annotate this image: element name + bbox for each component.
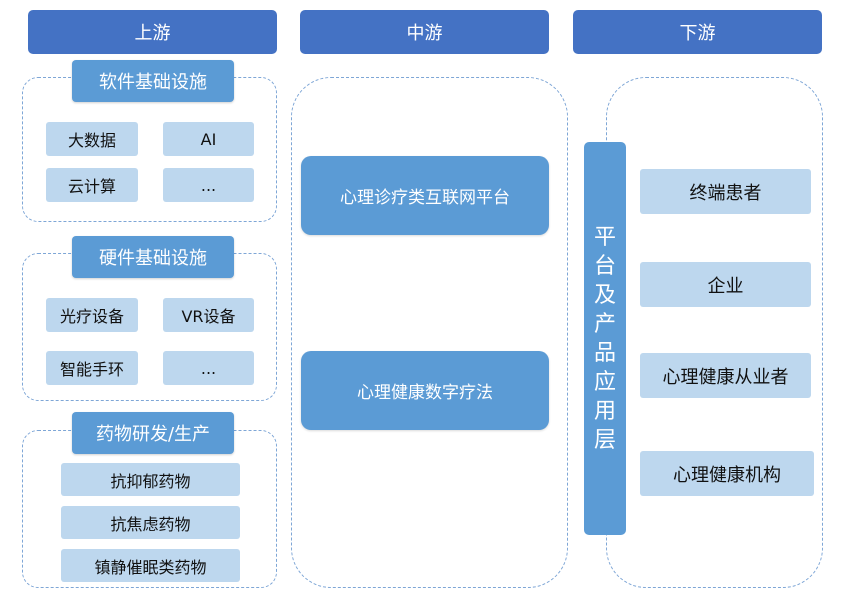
downstream-group	[606, 77, 823, 588]
item-smart-band: 智能手环	[46, 351, 138, 385]
platform-application-layer: 平台及产品应用层	[584, 142, 626, 535]
item-cloud-computing: 云计算	[46, 168, 138, 202]
down-mental-health-practitioners: 心理健康从业者	[640, 353, 811, 398]
item-ai: AI	[163, 122, 254, 156]
hardware-infrastructure-title: 硬件基础设施	[72, 236, 234, 278]
platform-label-char: 及	[593, 282, 616, 308]
drug-rd-production-title: 药物研发/生产	[72, 412, 234, 454]
platform-label-char: 用	[593, 398, 616, 424]
item-phototherapy-device: 光疗设备	[46, 298, 138, 332]
item-sedative-hypnotic: 镇静催眠类药物	[61, 549, 240, 582]
down-mental-health-institutions: 心理健康机构	[640, 451, 814, 496]
midstream-group	[291, 77, 568, 588]
down-enterprises: 企业	[640, 262, 811, 307]
item-anti-anxiety: 抗焦虑药物	[61, 506, 240, 539]
platform-label-char: 层	[593, 427, 616, 453]
down-end-patients: 终端患者	[640, 169, 811, 214]
platform-label-char: 品	[593, 340, 616, 366]
item-more-hardware: ...	[163, 351, 254, 385]
item-big-data: 大数据	[46, 122, 138, 156]
mid-internet-platform: 心理诊疗类互联网平台	[301, 156, 549, 235]
software-infrastructure-title: 软件基础设施	[72, 60, 234, 102]
platform-label-char: 产	[593, 311, 616, 337]
item-more-software: ...	[163, 168, 254, 202]
downstream-header: 下游	[573, 10, 822, 54]
mid-digital-therapy: 心理健康数字疗法	[301, 351, 549, 430]
item-antidepressant: 抗抑郁药物	[61, 463, 240, 496]
midstream-header: 中游	[300, 10, 549, 54]
platform-application-label: 平台及产品应用层	[594, 223, 616, 455]
platform-label-char: 台	[593, 253, 616, 279]
platform-label-char: 平	[593, 224, 616, 250]
item-vr-device: VR设备	[163, 298, 254, 332]
platform-label-char: 应	[593, 369, 616, 395]
upstream-header: 上游	[28, 10, 277, 54]
